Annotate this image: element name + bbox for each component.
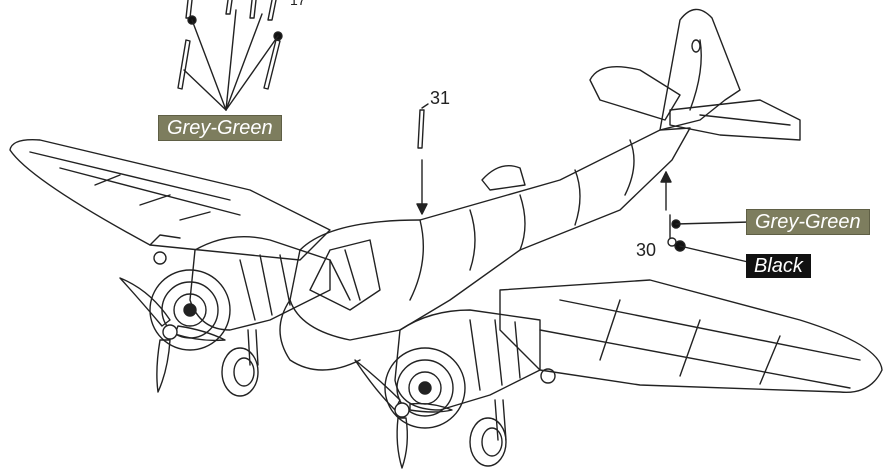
small-parts-group [177, 0, 283, 111]
color-label-grey-green-top: Grey-Green [158, 115, 282, 141]
part-30-detail [660, 171, 751, 263]
part-31-antenna [416, 103, 429, 215]
color-label-black: Black [746, 254, 811, 278]
left-propeller [119, 277, 226, 393]
right-propeller [354, 359, 453, 469]
left-wing [9, 139, 331, 265]
right-landing-gear [469, 399, 507, 467]
part-number-partial: 17 [290, 0, 306, 8]
tail [589, 8, 801, 141]
color-label-grey-green-right: Grey-Green [746, 209, 870, 235]
right-wing [499, 279, 883, 394]
fuselage [279, 127, 691, 371]
part-number-30: 30 [636, 240, 657, 260]
left-landing-gear [221, 329, 259, 397]
right-engine [384, 309, 541, 429]
part-number-31: 31 [430, 88, 451, 108]
